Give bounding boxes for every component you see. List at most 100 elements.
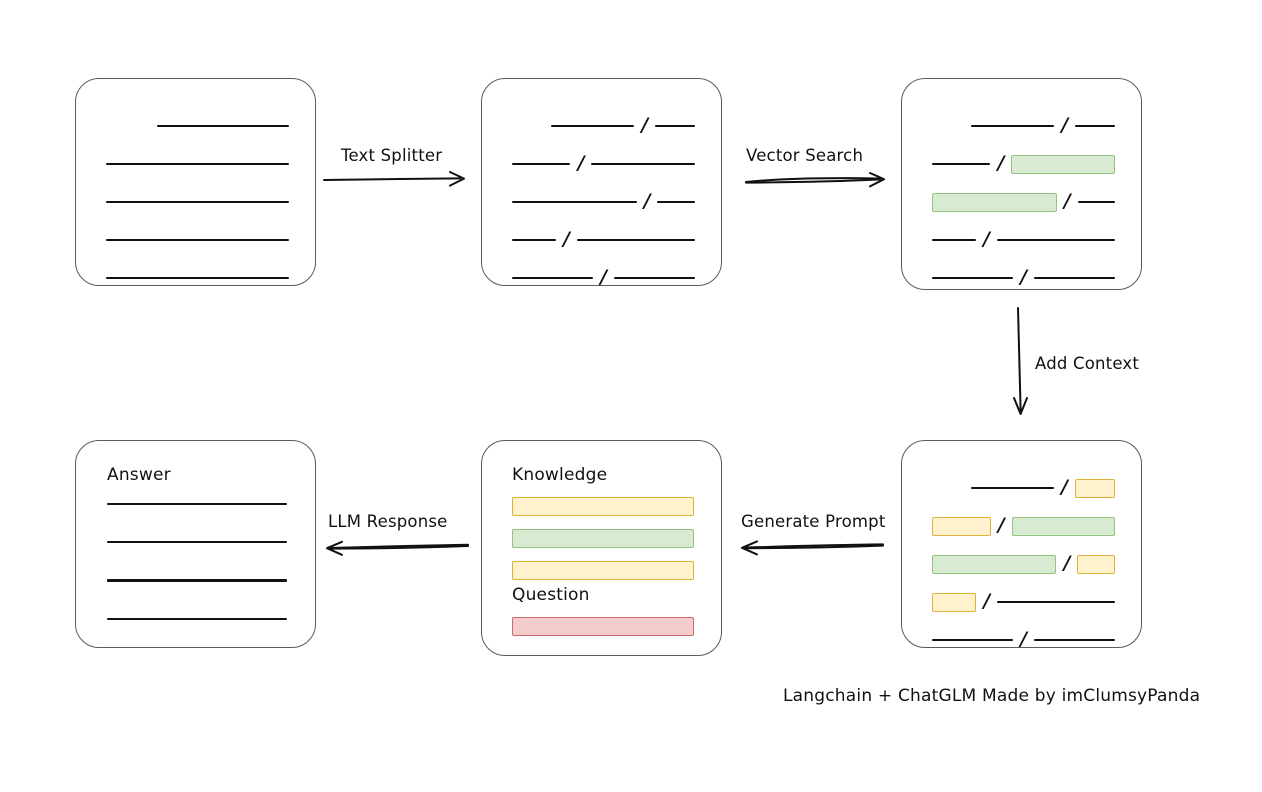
knowledge-bar-3 — [512, 561, 694, 580]
chunk-separator-slash: / — [1063, 551, 1071, 574]
node-split-chunks-body: / / / / / — [512, 103, 695, 286]
text-line-segment — [655, 124, 695, 128]
chunk-separator-slash: / — [983, 589, 991, 612]
text-line-segment — [106, 276, 289, 280]
answer-text-line — [107, 503, 287, 506]
text-line-segment — [512, 200, 637, 204]
edge-text-splitter-label: Text Splitter — [341, 146, 443, 165]
text-line-segment — [1033, 276, 1115, 280]
edge-vector-search: Vector Search — [744, 146, 894, 190]
text-line-segment — [1033, 638, 1115, 642]
text-line-segment — [512, 162, 571, 166]
answer-text-line — [107, 579, 287, 582]
text-line-segment — [106, 162, 289, 166]
text-row: / — [932, 591, 1115, 613]
text-line-segment — [932, 638, 1014, 642]
question-label: Question — [512, 585, 590, 605]
text-row: / — [932, 191, 1115, 213]
answer-label: Answer — [107, 465, 171, 485]
text-line-segment — [156, 124, 289, 128]
chunk-separator-slash: / — [562, 227, 570, 250]
text-line-segment — [551, 124, 635, 128]
edge-generate-prompt: Generate Prompt — [735, 512, 887, 556]
text-row: / — [932, 477, 1115, 499]
edge-llm-response-label: LLM Response — [328, 512, 448, 531]
question-bar-1 — [512, 617, 694, 636]
text-row: / — [932, 153, 1115, 175]
answer-lines — [107, 503, 287, 656]
chunk-separator-slash: / — [982, 227, 990, 250]
highlight-chip-green — [932, 554, 1057, 574]
node-vector-matched-chunks-lines: / / / / / — [932, 103, 1115, 286]
text-line-segment — [106, 238, 289, 242]
text-row — [106, 267, 289, 289]
text-row: / — [932, 553, 1115, 575]
highlight-chip-yellow — [1074, 478, 1115, 498]
node-split-chunks-lines: / / / / / — [512, 103, 695, 286]
chunk-separator-slash: / — [1020, 627, 1027, 650]
arrow-down-add-context — [1013, 307, 1028, 415]
text-line-segment — [996, 238, 1115, 242]
text-line-segment — [997, 600, 1115, 604]
chunk-separator-slash: / — [1060, 475, 1068, 498]
edge-llm-response: LLM Response — [320, 512, 472, 556]
arrow-left-generate-prompt — [741, 540, 884, 556]
text-row: / — [932, 115, 1115, 137]
text-line-segment — [576, 238, 695, 242]
edge-add-context: Add Context — [1005, 306, 1155, 422]
text-row: / — [512, 191, 695, 213]
highlight-chip-green — [1011, 154, 1115, 174]
node-context-added-chunks-lines: / / / / / — [932, 465, 1115, 648]
chunk-separator-slash: / — [1061, 113, 1069, 136]
node-source-document-body — [106, 103, 289, 280]
arrow-right-vector-search — [745, 172, 885, 188]
answer-text-line — [107, 617, 287, 620]
text-row: / — [932, 629, 1115, 651]
text-row: / — [512, 229, 695, 251]
arrow-right-text-splitter — [323, 171, 465, 187]
highlight-chip-yellow — [932, 592, 977, 612]
node-vector-matched-chunks: / / / / / — [901, 78, 1142, 290]
text-line-segment — [657, 200, 695, 204]
text-line-segment — [970, 486, 1054, 490]
knowledge-bar-1 — [512, 497, 694, 516]
text-line-segment — [932, 276, 1014, 280]
chunk-separator-slash: / — [1020, 265, 1027, 288]
text-row — [106, 115, 289, 137]
node-context-added-chunks-body: / / / / / — [932, 465, 1115, 648]
edge-add-context-label: Add Context — [1035, 354, 1140, 373]
edge-generate-prompt-label: Generate Prompt — [741, 512, 886, 531]
chunk-separator-slash: / — [641, 113, 649, 136]
text-row: / — [932, 515, 1115, 537]
chunk-separator-slash: / — [577, 151, 585, 174]
chunk-separator-slash: / — [643, 189, 651, 212]
text-row — [106, 153, 289, 175]
text-row: / — [512, 267, 695, 289]
node-context-added-chunks: / / / / / — [901, 440, 1142, 648]
highlight-chip-green — [1011, 516, 1115, 536]
node-answer: Answer — [75, 440, 316, 648]
text-line-segment — [613, 276, 695, 280]
text-row: / — [932, 229, 1115, 251]
text-line-segment — [1075, 124, 1115, 128]
text-line-segment — [512, 276, 594, 280]
node-generated-prompt: Knowledge Question — [481, 440, 722, 656]
answer-text-line — [107, 541, 287, 544]
text-row — [106, 229, 289, 251]
text-line-segment — [932, 162, 991, 166]
knowledge-label: Knowledge — [512, 465, 608, 485]
node-split-chunks: / / / / / — [481, 78, 722, 286]
text-line-segment — [971, 124, 1055, 128]
edge-text-splitter: Text Splitter — [322, 146, 478, 190]
knowledge-bar-2 — [512, 529, 694, 548]
node-source-document — [75, 78, 316, 286]
text-line-segment — [1077, 200, 1115, 204]
highlight-chip-yellow — [1077, 554, 1115, 574]
text-line-segment — [591, 162, 695, 166]
text-row: / — [932, 267, 1115, 289]
chunk-separator-slash: / — [997, 513, 1005, 536]
highlight-chip-yellow — [932, 516, 991, 536]
text-line-segment — [932, 238, 976, 242]
text-row: / — [512, 115, 695, 137]
